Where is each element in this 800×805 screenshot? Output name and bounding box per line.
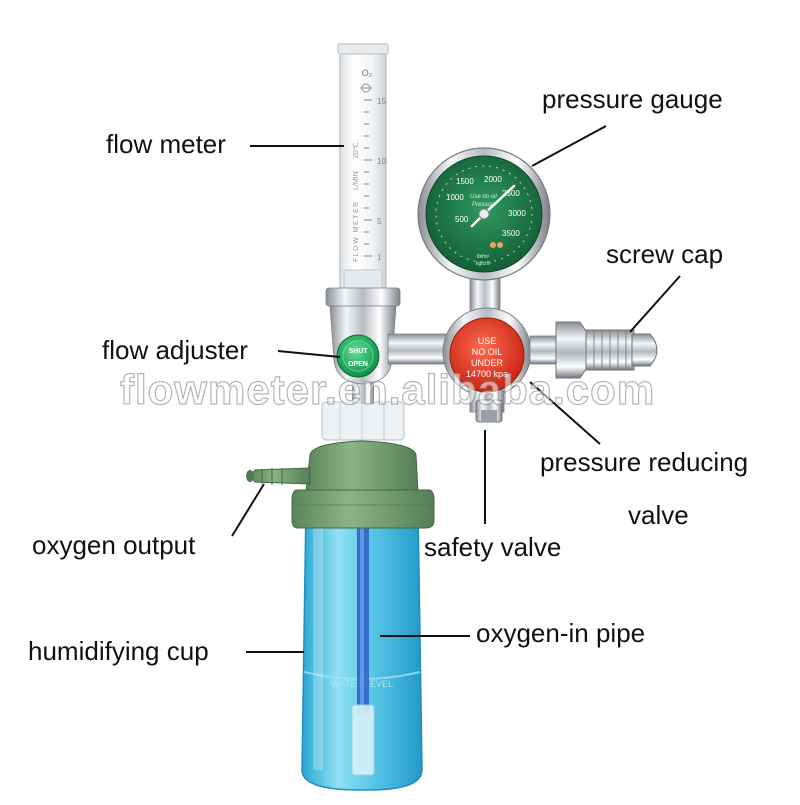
label-valve: valve — [628, 500, 689, 530]
leader-flow-adjuster — [277, 350, 341, 358]
leader-pressure-gauge — [531, 125, 607, 167]
safety-valve-drawing — [475, 399, 503, 423]
flow-meter-print: FLOW METER — [353, 200, 360, 262]
flow-adjuster-knob-drawing: SHUT OPEN — [336, 334, 380, 378]
label-flow-adjuster: flow adjuster — [102, 335, 248, 365]
leader-screw-cap — [629, 275, 681, 333]
knob-open-text: OPEN — [348, 361, 368, 368]
label-pressure-gauge: pressure gauge — [542, 84, 723, 114]
gauge-face-text-1: Use no oil — [470, 194, 497, 200]
flow-scale-1: 1 — [377, 253, 382, 262]
gauge-tick-2000: 2000 — [484, 175, 502, 184]
pressure-gauge-drawing: 500 1000 1500 2000 2500 3000 3500 Use no… — [417, 147, 551, 281]
gauge-tick-2500: 2500 — [502, 189, 520, 198]
gauge-unit-2: kg/cm² — [476, 261, 491, 267]
flow-scale-10: 10 — [377, 157, 386, 166]
flow-scale-15: 15 — [377, 97, 386, 106]
screw-cap-drawing — [555, 321, 658, 379]
gauge-face-text-2: Pressure — [472, 202, 497, 208]
label-safety-valve: safety valve — [424, 532, 562, 562]
white-connector-drawing — [321, 380, 405, 441]
knob-shut-text: SHUT — [348, 348, 368, 355]
leader-oxygen-output — [231, 483, 265, 537]
gauge-tick-3000: 3000 — [508, 209, 526, 218]
label-oxygen-in-pipe: oxygen-in pipe — [476, 618, 646, 648]
gauge-tick-1000: 1000 — [446, 193, 464, 202]
label-flow-meter: flow meter — [106, 129, 226, 159]
flow-temp-print: 20℃ — [353, 142, 360, 158]
valve-cap-line2: NO OIL — [472, 347, 503, 357]
gauge-tick-500: 500 — [455, 215, 469, 224]
gauge-tick-3500: 3500 — [502, 229, 520, 238]
leader-pressure-reducing-valve — [529, 381, 601, 445]
gauge-tick-1500: 1500 — [456, 177, 474, 186]
valve-cap-line4: 14700 kpa — [466, 369, 508, 379]
flow-unit-print: L/MIN — [353, 171, 360, 190]
watermark-text: flowmeter.en.alibaba.com — [119, 365, 656, 413]
green-cap-drawing — [246, 440, 435, 529]
flow-meter-tube-drawing: 15 10 5 1 O₂ FLOW METER L/MIN 20℃ — [337, 43, 389, 293]
label-screw-cap: screw cap — [606, 239, 724, 269]
gauge-unit-1: lbf/in² — [477, 254, 490, 260]
humidifying-cup-drawing: WATER LEVEL — [301, 470, 423, 791]
valve-cap-line1: USE — [478, 336, 497, 346]
label-humidifying-cup: humidifying cup — [28, 636, 209, 666]
flow-scale-5: 5 — [377, 217, 382, 226]
valve-cap-line3: UNDER — [471, 358, 504, 368]
label-pressure-reducing: pressure reducing — [540, 447, 749, 477]
leader-lines — [231, 125, 681, 653]
oxygen-symbol: O₂ — [362, 68, 373, 78]
label-oxygen-output: oxygen output — [32, 530, 196, 560]
